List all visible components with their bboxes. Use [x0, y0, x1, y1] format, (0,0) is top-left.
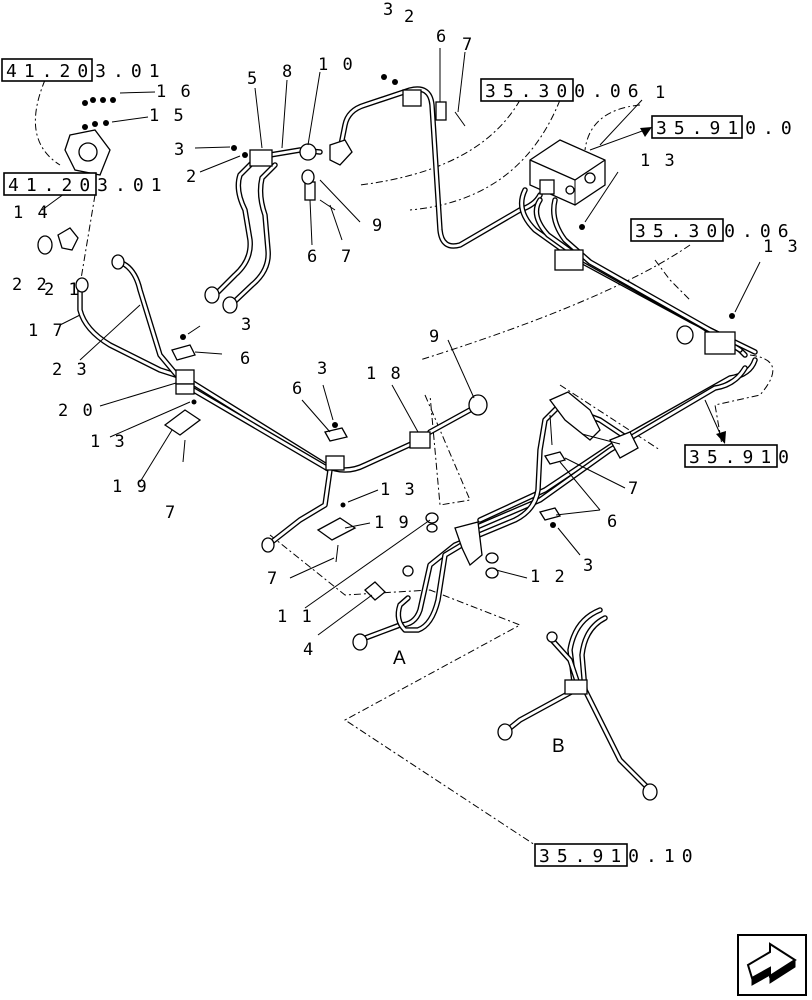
callout-17: 1 7: [28, 321, 65, 341]
callout-7: 7: [165, 503, 177, 523]
callout-labels: 3 2 6 7 1 1 3 1 3 5 8 1 0 3 2 9 6 7 1 6 …: [12, 0, 800, 660]
callout-9: 9: [429, 327, 441, 347]
callout-19: 1 9: [112, 477, 149, 497]
reference-ref-top-center[interactable]: 35.300.06: [480, 78, 646, 102]
callout-3: 3: [317, 359, 329, 379]
fittings: [37, 74, 736, 801]
reference-ref-right-low[interactable]: 35.910: [684, 444, 796, 468]
callout-7: 7: [462, 35, 474, 55]
reference-ref-top-left[interactable]: 41.203.01: [1, 58, 167, 82]
callout-5: 5: [247, 69, 259, 89]
callout-13: 1 3: [380, 480, 417, 500]
callout-10: 1 0: [318, 55, 355, 75]
callout-6: 6: [292, 379, 304, 399]
ref-top-center-text: 35.300.06: [485, 81, 646, 102]
ref-right-low-text: 35.910: [689, 447, 796, 468]
ref-bottom-text: 35.910.10: [539, 846, 700, 867]
callout-13: 1 3: [763, 237, 800, 257]
callout-7: 7: [267, 569, 279, 589]
callout-9: 9: [372, 216, 384, 236]
ref-top-left-text: 41.203.01: [6, 61, 167, 82]
callout-2: 2: [404, 7, 416, 27]
callout-13: 1 3: [640, 151, 677, 171]
next-page-arrow-icon[interactable]: [737, 934, 807, 996]
callout-20: 2 0: [58, 401, 95, 421]
callout-12: 1 2: [530, 567, 567, 587]
view-label-b: B: [552, 736, 565, 757]
callout-8: 8: [282, 62, 294, 82]
callout-15: 1 5: [149, 106, 186, 126]
callout-13: 1 3: [90, 432, 127, 452]
ref-right-mid-text: 35.300.06: [635, 221, 796, 242]
callout-7: 7: [341, 247, 353, 267]
callout-6: 6: [607, 512, 619, 532]
callout-leaders: [41, 48, 761, 636]
callout-3: 3: [583, 556, 595, 576]
callout-18: 1 8: [366, 364, 403, 384]
callout-14: 1 4: [13, 203, 50, 223]
reference-ref-top-right[interactable]: 35.910.0: [651, 115, 799, 139]
reference-ref-left-mid[interactable]: 41.203.01: [3, 172, 169, 196]
reference-ref-right-mid[interactable]: 35.300.06: [630, 218, 796, 242]
callout-6: 6: [307, 247, 319, 267]
callout-4: 4: [303, 640, 315, 660]
callout-3: 3: [383, 0, 395, 20]
callout-3: 3: [174, 140, 186, 160]
callout-11: 1 1: [277, 607, 314, 627]
callout-21: 2 1: [44, 280, 81, 300]
callout-7: 7: [628, 479, 640, 499]
callout-16: 1 6: [156, 82, 193, 102]
reference-ref-bottom[interactable]: 35.910.10: [534, 843, 700, 867]
ref-top-right-text: 35.910.0: [656, 118, 799, 139]
callout-22: 2 2: [12, 275, 49, 295]
callout-23: 2 3: [52, 360, 89, 380]
callout-3: 3: [241, 315, 253, 335]
callout-6: 6: [240, 349, 252, 369]
callout-2: 2: [186, 167, 198, 187]
callout-1: 1: [655, 83, 667, 103]
view-label-a: A: [393, 648, 406, 669]
reference-arrows: [589, 127, 726, 444]
ref-left-mid-text: 41.203.01: [8, 175, 169, 196]
callout-19: 1 9: [374, 513, 411, 533]
callout-6: 6: [436, 27, 448, 47]
